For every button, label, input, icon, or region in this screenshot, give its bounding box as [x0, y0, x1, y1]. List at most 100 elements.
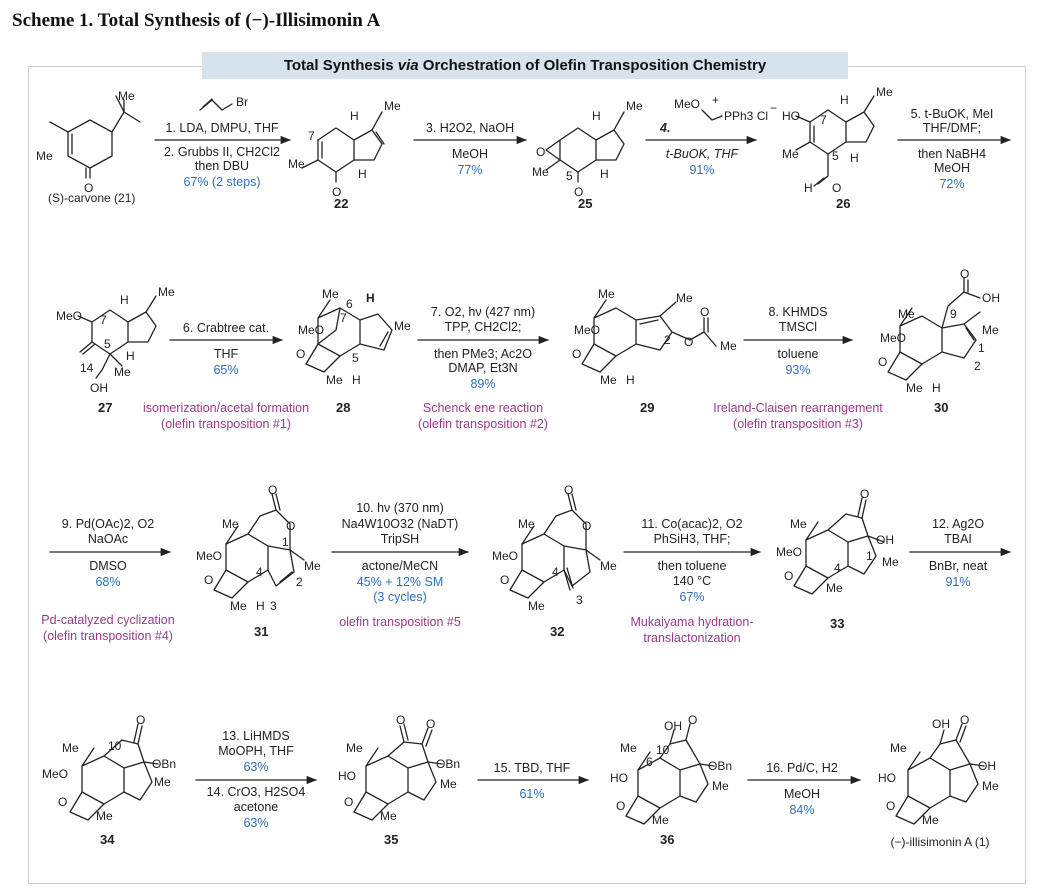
atom-o: O	[136, 713, 145, 727]
step2-conditions: 2. Grubbs II, CH2Cl2	[164, 145, 280, 159]
compound-label-32: 32	[550, 624, 564, 639]
atom-me: Me	[898, 307, 915, 321]
structure-29: MeO Me Me O O O Me Me H 2	[572, 287, 737, 387]
locant-14: 14	[80, 361, 94, 375]
step11-temperature: 140 °C	[673, 574, 711, 588]
step8-base: 8. KHMDS	[768, 305, 827, 319]
atom-me: Me	[96, 809, 113, 823]
structure-1-illisimonin-a: OH O OH Me HO Me O Me	[878, 713, 999, 827]
step9-yield: 68%	[95, 575, 120, 589]
step13-base: 13. LiHMDS	[222, 729, 289, 743]
locant-1: 1	[282, 535, 289, 549]
atom-me: Me	[230, 599, 247, 613]
atom-oh: OH	[876, 533, 894, 547]
atom-obn: OBn	[152, 757, 176, 771]
atom-o: O	[832, 181, 841, 195]
locant-2: 2	[296, 575, 303, 589]
atom-h: H	[120, 293, 129, 307]
step15-conditions: 15. TBD, THF	[494, 761, 571, 775]
structure-32: O O MeO Me Me O Me 3 4	[492, 483, 617, 613]
note-mukaiyama: Mukaiyama hydration-	[631, 615, 754, 629]
locant-5: 5	[566, 169, 573, 183]
step12-yield: 91%	[945, 575, 970, 589]
step9-solvent: DMSO	[89, 559, 127, 573]
atom-h: H	[840, 93, 849, 107]
step6-conditions: 6. Crabtree cat.	[183, 321, 269, 335]
atom-me: Me	[782, 147, 799, 161]
atom-me: Me	[600, 373, 617, 387]
structure-26: HO Me Me H H H O 7 5	[782, 85, 893, 195]
structure-21: Me O Me	[36, 89, 141, 195]
atom-me: Me	[114, 365, 131, 379]
reagent4-pph3: PPh3 Cl	[724, 109, 768, 123]
locant-7: 7	[340, 311, 347, 325]
atom-o: O	[960, 267, 969, 281]
compound-label-36: 36	[660, 832, 674, 847]
atom-me: Me	[36, 149, 53, 163]
atom-me: Me	[62, 741, 79, 755]
compound-label-33: 33	[830, 616, 844, 631]
step7-yield: 89%	[470, 377, 495, 391]
step7-sensitizer: TPP, CH2Cl2;	[445, 320, 522, 334]
atom-me: Me	[600, 559, 617, 573]
step7-reduction: then PMe3; Ac2O	[434, 347, 532, 361]
atom-obn: OBn	[436, 757, 460, 771]
atom-o: O	[574, 185, 583, 199]
locant-2: 2	[974, 359, 981, 373]
step8-silyl: TMSCl	[779, 320, 817, 334]
note-ireland-claisen: Ireland-Claisen rearrangement	[713, 401, 883, 415]
atom-me: Me	[304, 559, 321, 573]
compound-label-26: 26	[836, 196, 850, 211]
compound-label-34: 34	[100, 832, 115, 847]
locant-10: 10	[108, 739, 122, 753]
atom-me: Me	[620, 741, 637, 755]
atom-me: Me	[626, 99, 643, 113]
locant-5: 5	[352, 351, 359, 365]
atom-me: Me	[876, 85, 893, 99]
reagent4-minus: −	[770, 101, 777, 115]
atom-h: H	[256, 599, 265, 613]
atom-o: O	[684, 335, 693, 349]
step11-solvent: then toluene	[658, 559, 727, 573]
step10-yield: 45% + 12% SM	[357, 575, 444, 589]
atom-o: O	[960, 713, 969, 727]
atom-ho: HO	[610, 771, 628, 785]
step4-conditions: t-BuOK, THF	[666, 147, 740, 161]
atom-me: Me	[906, 381, 923, 395]
step10-cycles: (3 cycles)	[373, 590, 426, 604]
locant-10: 10	[656, 743, 670, 757]
atom-o: O	[878, 355, 887, 369]
step6-solvent: THF	[214, 347, 239, 361]
compound-label-25: 25	[578, 196, 592, 211]
atom-me: Me	[154, 775, 171, 789]
step12-alkylation: BnBr, neat	[929, 559, 988, 573]
locant-1: 1	[978, 341, 985, 355]
locant-3: 3	[576, 593, 583, 607]
atom-o: O	[886, 799, 895, 813]
atom-h: H	[126, 349, 135, 363]
step7-conditions: 7. O2, hν (427 nm)	[431, 305, 535, 319]
step3-conditions: 3. H2O2, NaOH	[426, 121, 514, 135]
step5-solvent: THF/DMF;	[923, 121, 981, 135]
atom-me: Me	[528, 599, 545, 613]
atom-me: Me	[790, 517, 807, 531]
atom-o: O	[396, 713, 405, 727]
atom-h: H	[366, 291, 375, 305]
step13-oxidant: MoOPH, THF	[218, 744, 294, 758]
scheme-title: Scheme 1. Total Synthesis of (−)-Illisim…	[12, 10, 381, 31]
atom-meo: MeO	[56, 309, 82, 323]
structure-36: OH O OBn Me HO Me O Me 6 10	[610, 713, 732, 827]
atom-me: Me	[598, 287, 615, 301]
structure-35: O O OBn Me HO Me O Me	[338, 713, 460, 823]
banner-title-post: Orchestration of Olefin Transposition Ch…	[418, 57, 767, 74]
atom-br: Br	[236, 95, 248, 109]
locant-7: 7	[100, 313, 107, 327]
structure-31: O O MeO Me Me O Me H 3 2 1 4	[196, 483, 321, 613]
structure-30: O OH MeO Me Me O Me H 9 1 2	[878, 267, 1000, 395]
locant-4: 4	[256, 565, 263, 579]
atom-me: Me	[890, 741, 907, 755]
structure-22: O Me Me H H 7	[288, 99, 401, 199]
structure-28: MeO Me Me O Me H H 7 6 5	[296, 287, 411, 387]
locant-3: 3	[270, 599, 277, 613]
